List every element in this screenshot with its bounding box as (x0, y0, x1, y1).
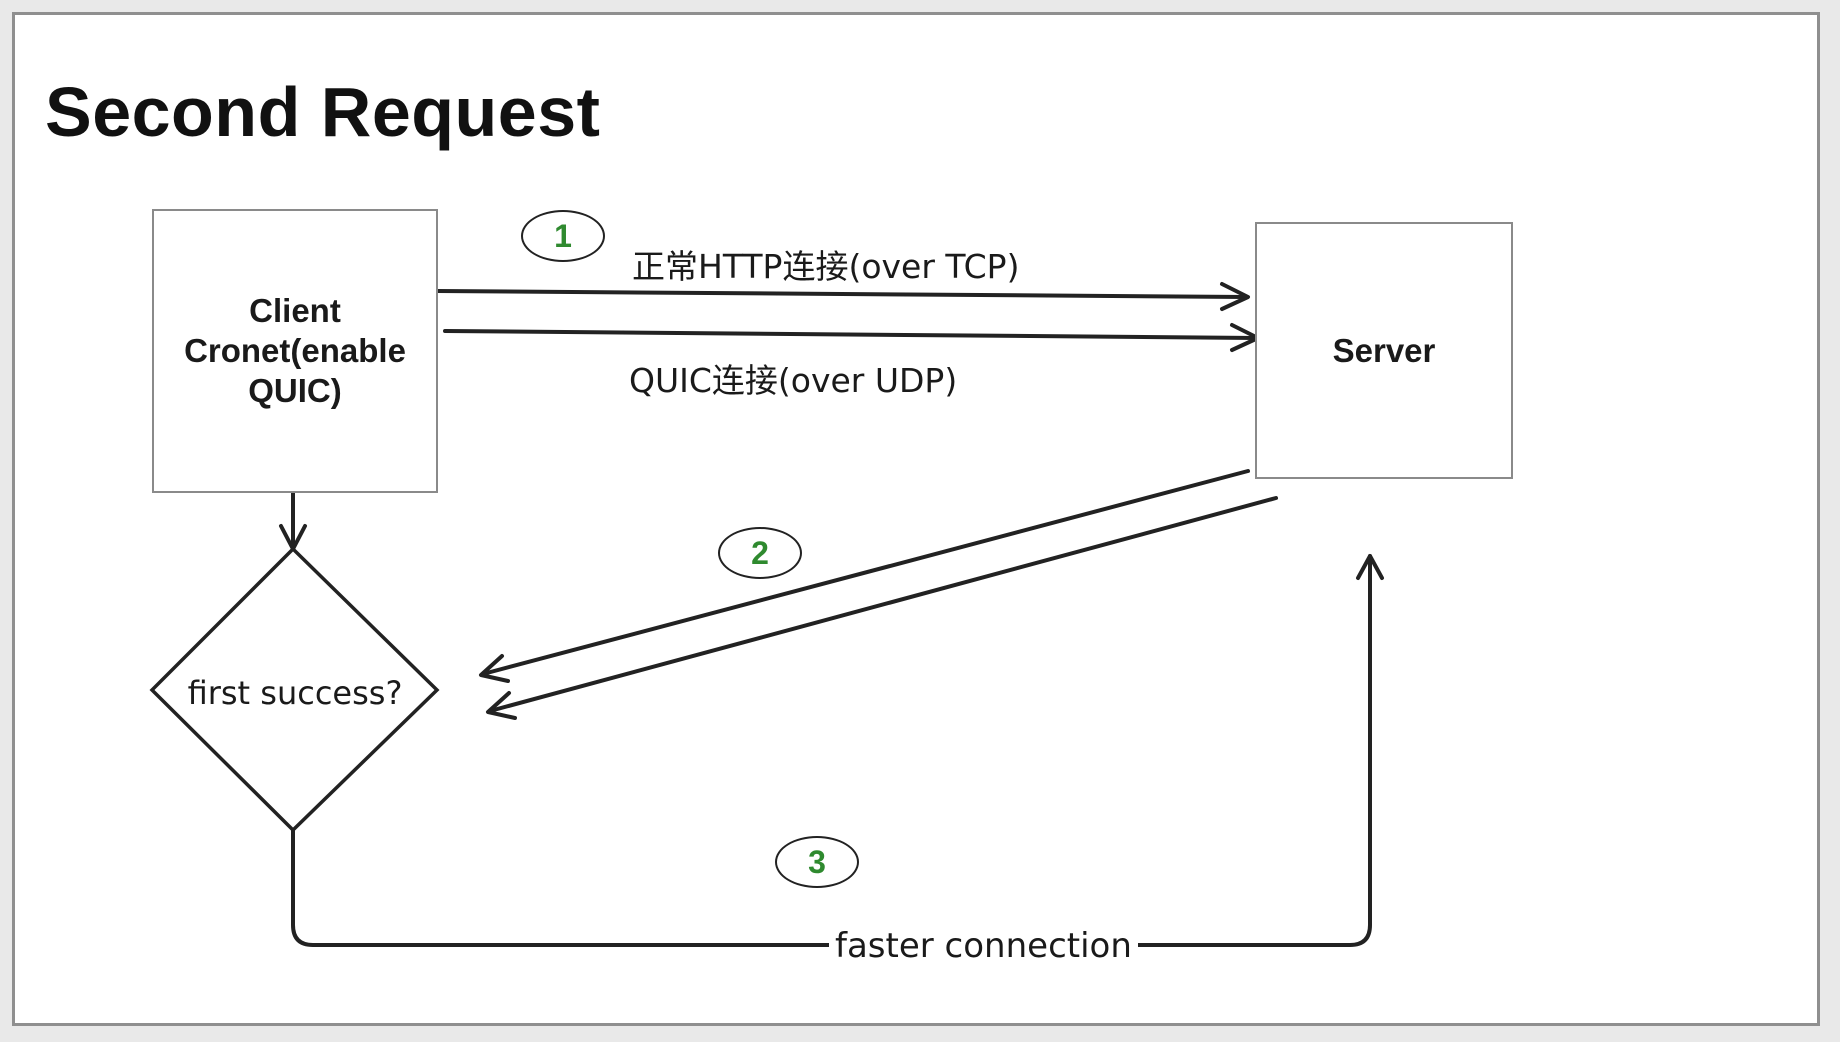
arrowhead-faster-connection (1356, 554, 1384, 580)
step-number-1: 1 (554, 217, 572, 254)
client-label: Client Cronet(enable QUIC) (184, 292, 406, 409)
slide-frame (12, 12, 1820, 1026)
step-number-2: 2 (751, 534, 769, 571)
server-box: Server (1255, 222, 1513, 479)
page-title: Second Request (45, 73, 601, 151)
arrowhead-http-tcp (1220, 282, 1250, 311)
arrow-response-2 (488, 496, 1278, 713)
step-number-3: 3 (808, 843, 826, 880)
step-badge-2: 2 (718, 527, 802, 579)
label-quic-udp: QUIC连接(over UDP) (629, 361, 958, 400)
arrow-http-tcp (435, 289, 1248, 299)
arrow-quic-udp (443, 329, 1258, 340)
client-box: Client Cronet(enable QUIC) (152, 209, 438, 493)
label-faster-connection: faster connection (829, 926, 1138, 966)
step-badge-1: 1 (521, 210, 605, 262)
arrowhead-response-1 (479, 654, 510, 683)
decision-diamond (149, 546, 440, 833)
arrow-response-1 (481, 469, 1250, 676)
label-http-tcp: 正常HTTP连接(over TCP) (632, 247, 1020, 286)
arrowhead-response-2 (486, 691, 517, 720)
server-label: Server (1332, 331, 1436, 369)
step-badge-3: 3 (775, 836, 859, 888)
decision-label: first success? (187, 674, 403, 712)
arrow-faster-connection (291, 554, 1372, 947)
